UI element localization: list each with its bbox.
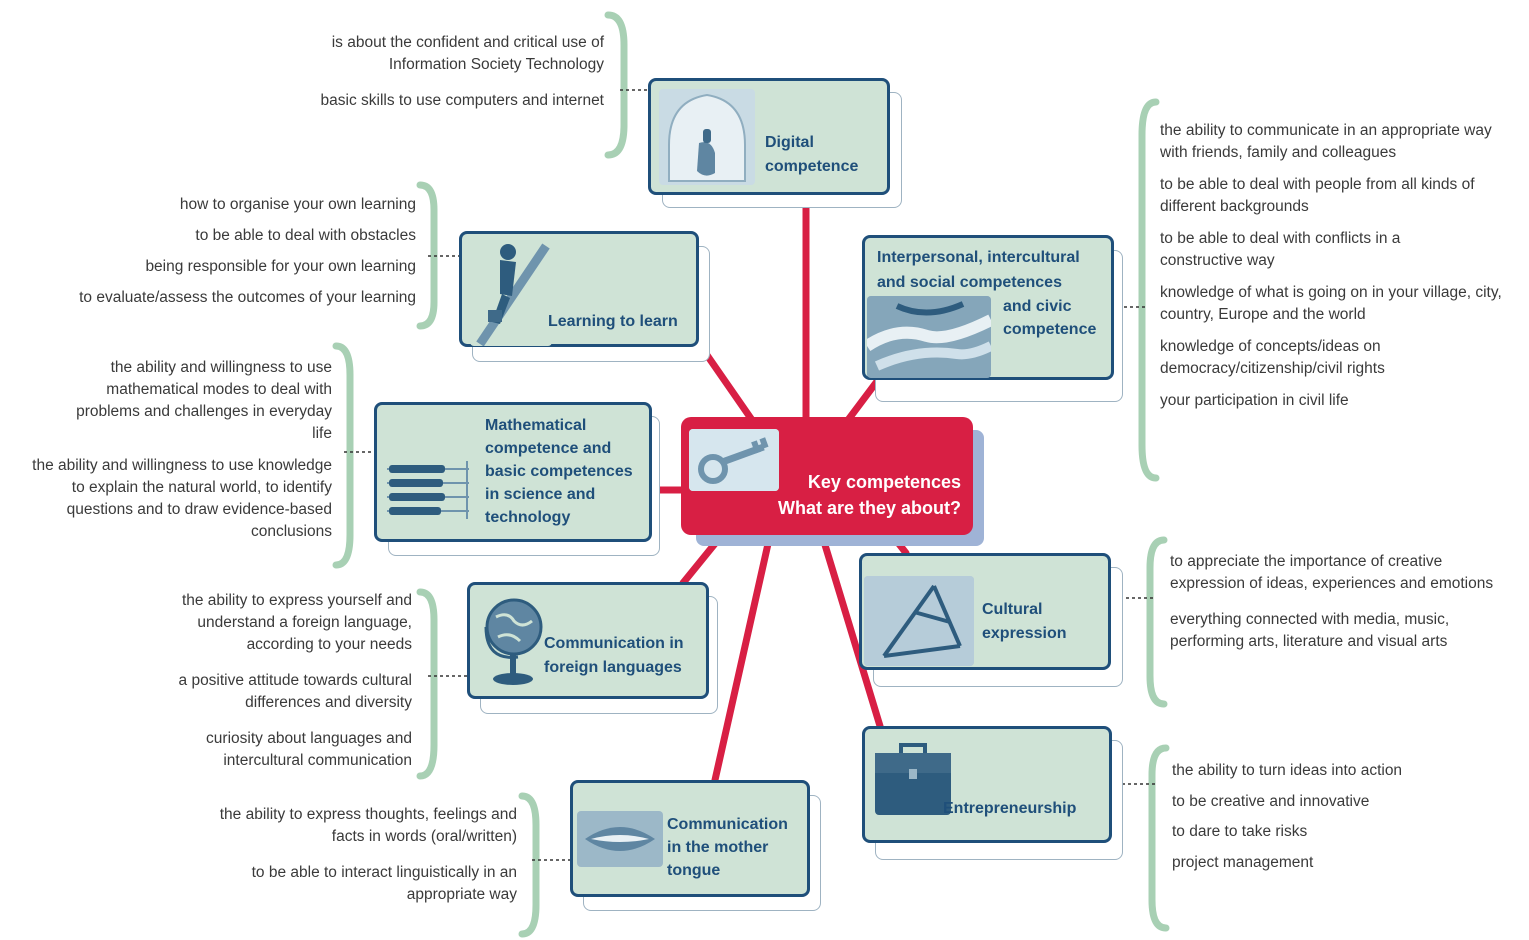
entrepreneurship-descriptions: the ability to turn ideas into action to… xyxy=(1172,760,1492,874)
bracket-foreign xyxy=(416,588,438,780)
entrepreneurship-node: Entrepreneurship xyxy=(862,726,1112,843)
interpersonal-label-4: competence xyxy=(1003,321,1097,338)
interpersonal-label-2: and social competences xyxy=(877,274,1062,291)
learning-node: Learning to learn xyxy=(459,231,699,347)
foreign-item-3: curiosity about languages and intercultu… xyxy=(206,730,412,769)
interpersonal-label-3: and civic xyxy=(1003,298,1072,315)
computer-mouse-icon xyxy=(659,89,755,185)
foreign-descriptions: the ability to express yourself and unde… xyxy=(112,590,412,772)
briefcase-icon xyxy=(871,739,955,821)
bracket-digital xyxy=(604,11,628,159)
climbing-person-icon xyxy=(470,238,552,346)
learning-item-3: being responsible for your own learning xyxy=(145,258,416,275)
spoke-interpersonal xyxy=(844,376,882,424)
interpersonal-item-5: knowledge of concepts/ideas on democracy… xyxy=(1160,338,1385,377)
sculpture-icon xyxy=(864,576,974,666)
mother-item-2: to be able to interact linguistically in… xyxy=(251,864,517,903)
digital-label-1: Digital xyxy=(765,134,814,151)
math-label-3: basic competences xyxy=(485,463,633,480)
entrepreneurship-item-2: to be creative and innovative xyxy=(1172,793,1370,810)
math-node: Mathematical competence and basic compet… xyxy=(374,402,652,542)
mouth-icon xyxy=(577,811,663,867)
spoke-entrepreneurship xyxy=(818,531,884,730)
mother-label-2: in the mother xyxy=(667,839,769,856)
interpersonal-node: Interpersonal, intercultural and social … xyxy=(862,235,1114,380)
center-node: Key competences What are they about? xyxy=(681,417,973,535)
center-subtitle: What are they about? xyxy=(777,498,961,518)
interpersonal-descriptions: the ability to communicate in an appropr… xyxy=(1160,120,1522,412)
bracket-math xyxy=(332,342,354,569)
mother-node: Communication in the mother tongue xyxy=(570,780,810,897)
interpersonal-item-3: to be able to deal with conflicts in a c… xyxy=(1160,230,1401,269)
interpersonal-item-1: the ability to communicate in an appropr… xyxy=(1160,122,1492,161)
math-item-1: the ability and willingness to use mathe… xyxy=(76,359,332,442)
mother-item-1: the ability to express thoughts, feeling… xyxy=(219,806,517,845)
digital-item-2: basic skills to use computers and intern… xyxy=(320,92,604,109)
spoke-mother xyxy=(711,531,774,784)
interpersonal-item-2: to be able to deal with people from all … xyxy=(1160,176,1475,215)
foreign-item-1: the ability to express yourself and unde… xyxy=(181,592,412,653)
entrepreneurship-label: Entrepreneurship xyxy=(943,800,1077,817)
handshake-icon xyxy=(867,296,991,378)
math-item-2: the ability and willingness to use knowl… xyxy=(32,457,332,540)
cultural-label-1: Cultural xyxy=(982,601,1043,618)
foreign-label-2: foreign languages xyxy=(544,659,682,676)
math-label-5: technology xyxy=(485,509,571,526)
digital-node: Digital competence xyxy=(648,78,890,195)
key-icon xyxy=(689,429,779,491)
bracket-interpersonal xyxy=(1138,98,1160,482)
entrepreneurship-item-3: to dare to take risks xyxy=(1172,823,1308,840)
learning-item-2: to be able to deal with obstacles xyxy=(195,227,416,244)
center-title: Key competences xyxy=(807,472,961,492)
bracket-entrepreneurship xyxy=(1148,744,1170,932)
entrepreneurship-item-1: the ability to turn ideas into action xyxy=(1172,762,1403,779)
interpersonal-label-1: Interpersonal, intercultural xyxy=(877,249,1080,266)
interpersonal-item-4: knowledge of what is going on in your vi… xyxy=(1160,284,1502,323)
learning-descriptions: how to organise your own learning to be … xyxy=(0,194,416,309)
math-descriptions: the ability and willingness to use mathe… xyxy=(32,357,332,543)
digital-label-2: competence xyxy=(765,158,859,175)
mother-label-1: Communication xyxy=(667,816,788,833)
globe-icon xyxy=(478,591,548,691)
cultural-descriptions: to appreciate the importance of creative… xyxy=(1170,551,1520,653)
abacus-icon xyxy=(385,459,471,525)
interpersonal-item-6: your participation in civil life xyxy=(1160,392,1349,409)
math-label-1: Mathematical xyxy=(485,417,587,434)
math-label-4: in science and xyxy=(485,486,596,503)
learning-item-1: how to organise your own learning xyxy=(179,196,416,213)
mother-label-3: tongue xyxy=(667,862,721,879)
learning-item-4: to evaluate/assess the outcomes of your … xyxy=(79,289,416,306)
foreign-item-2: a positive attitude towards cultural dif… xyxy=(178,672,412,711)
entrepreneurship-item-4: project management xyxy=(1172,854,1314,871)
cultural-label-2: expression xyxy=(982,625,1067,642)
bracket-mother xyxy=(518,792,540,938)
learning-label: Learning to learn xyxy=(548,313,678,330)
cultural-node: Cultural expression xyxy=(859,553,1111,670)
math-label-2: competence and xyxy=(485,440,612,457)
cultural-item-1: to appreciate the importance of creative… xyxy=(1170,553,1494,592)
cultural-item-2: everything connected with media, music, … xyxy=(1170,611,1450,650)
digital-descriptions: is about the confident and critical use … xyxy=(244,32,604,112)
bracket-learning xyxy=(416,181,438,330)
digital-item-1: is about the confident and critical use … xyxy=(331,34,604,73)
bracket-cultural xyxy=(1146,536,1168,708)
foreign-label-1: Communication in xyxy=(544,635,684,652)
brackets xyxy=(332,11,1170,938)
mother-descriptions: the ability to express thoughts, feeling… xyxy=(177,804,517,906)
foreign-node: Communication in foreign languages xyxy=(467,582,709,699)
